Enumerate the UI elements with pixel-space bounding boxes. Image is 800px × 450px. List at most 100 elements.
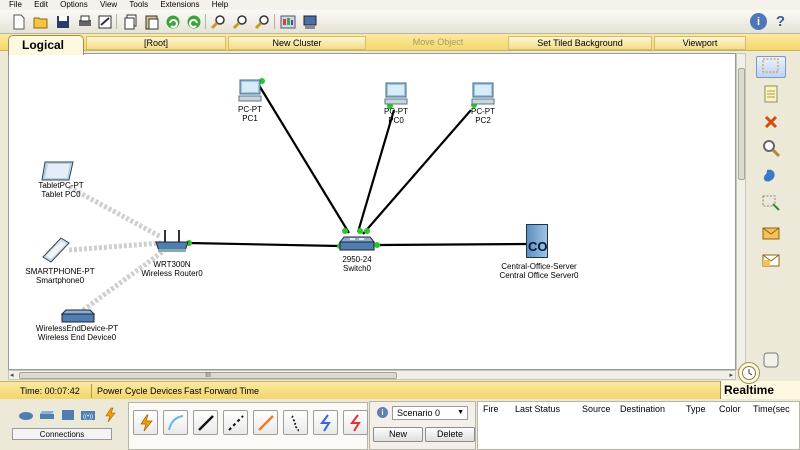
- col-fire[interactable]: Fire: [483, 404, 499, 414]
- switch-icon[interactable]: [339, 234, 375, 254]
- serial-dce-cable-button[interactable]: [313, 410, 338, 435]
- col-type[interactable]: Type: [686, 404, 706, 414]
- router-model: WRT300N: [153, 260, 191, 269]
- link-router-switch: [188, 241, 340, 248]
- activity-wizard-icon[interactable]: [96, 13, 113, 30]
- hubs-category-icon[interactable]: [60, 407, 76, 423]
- automatic-connection-button[interactable]: [133, 410, 158, 435]
- help-icon[interactable]: ?: [775, 13, 786, 30]
- col-source[interactable]: Source: [582, 404, 611, 414]
- pc-icon[interactable]: [470, 81, 496, 107]
- end-device-name: Wireless End Device0: [37, 333, 117, 342]
- redo-icon[interactable]: [185, 13, 202, 30]
- custom-device-icon[interactable]: [301, 13, 318, 30]
- simulation-time: Time: 00:07:42: [20, 386, 80, 396]
- pc2-model: PC-PT: [471, 107, 495, 116]
- switches-category-icon[interactable]: [39, 407, 55, 423]
- paste-icon[interactable]: [143, 13, 160, 30]
- link-pc2-switch: [362, 109, 472, 235]
- pc1-name: PC1: [242, 114, 258, 123]
- wireless-devices-category-icon[interactable]: ((•)): [80, 407, 96, 423]
- fiber-cable-button[interactable]: [253, 410, 278, 435]
- info-icon[interactable]: i: [750, 13, 767, 30]
- scenario-info-icon[interactable]: i: [377, 407, 388, 418]
- realtime-mode-tab[interactable]: Realtime: [720, 381, 800, 399]
- menu-tools[interactable]: Tools: [129, 0, 149, 9]
- add-simple-pdu-button[interactable]: [756, 222, 786, 244]
- console-cable-button[interactable]: [163, 410, 188, 435]
- add-complex-pdu-button[interactable]: [756, 249, 786, 271]
- delete-scenario-button[interactable]: Delete: [425, 427, 475, 442]
- delete-tool-button[interactable]: [756, 111, 786, 133]
- viewport-button[interactable]: Viewport: [654, 36, 746, 50]
- scroll-right-arrow[interactable]: ▸: [729, 372, 733, 379]
- straight-through-cable-button[interactable]: [193, 410, 218, 435]
- smartphone-icon[interactable]: [41, 237, 71, 263]
- end-device-model: WirelessEndDevice-PT: [35, 324, 119, 333]
- tab-logical[interactable]: Logical: [8, 35, 84, 55]
- wireless-router-icon[interactable]: [153, 228, 191, 258]
- server-model: Central-Office-Server: [501, 262, 577, 271]
- root-button[interactable]: [Root]: [86, 36, 226, 50]
- menu-options[interactable]: Options: [60, 0, 88, 9]
- wireless-end-device-icon[interactable]: [61, 308, 95, 324]
- resize-shape-tool-button[interactable]: [756, 192, 786, 214]
- col-color[interactable]: Color: [719, 404, 741, 414]
- horizontal-scrollbar[interactable]: ◂ III ▸: [8, 370, 736, 380]
- serial-dte-cable-button[interactable]: [343, 410, 368, 435]
- power-cycle-devices-button[interactable]: Power Cycle Devices: [97, 386, 183, 396]
- pc-icon[interactable]: [383, 81, 409, 107]
- palette-icon[interactable]: [279, 13, 296, 30]
- col-destination[interactable]: Destination: [620, 404, 666, 414]
- crossover-cable-button[interactable]: [223, 410, 248, 435]
- undo-icon[interactable]: [164, 13, 181, 30]
- clock-icon[interactable]: [738, 362, 760, 384]
- set-tiled-background-button[interactable]: Set Tiled Background: [508, 36, 652, 50]
- wireless-link-smartphone: [68, 240, 162, 253]
- print-icon[interactable]: [76, 13, 93, 30]
- zoom-in-icon[interactable]: [209, 13, 226, 30]
- inspect-tool-button[interactable]: [756, 137, 786, 159]
- menu-view[interactable]: View: [99, 0, 118, 9]
- zoom-reset-icon[interactable]: [231, 13, 248, 30]
- scroll-left-arrow[interactable]: ◂: [10, 372, 14, 379]
- menu-edit[interactable]: Edit: [34, 0, 48, 9]
- col-time[interactable]: Time(sec: [753, 404, 790, 414]
- note-tool-button[interactable]: [756, 83, 786, 105]
- fast-forward-time-button[interactable]: Fast Forward Time: [184, 386, 260, 396]
- new-scenario-button[interactable]: New: [373, 427, 423, 442]
- move-object-button[interactable]: Move Object: [412, 37, 464, 47]
- horizontal-scroll-thumb[interactable]: III: [19, 372, 397, 379]
- menu-extensions[interactable]: Extensions: [160, 0, 200, 9]
- new-file-icon[interactable]: [10, 13, 27, 30]
- tablet-icon[interactable]: [41, 160, 77, 182]
- connections-category-icon[interactable]: [102, 407, 118, 423]
- select-tool-button[interactable]: [756, 56, 786, 78]
- save-icon[interactable]: [54, 13, 71, 30]
- copy-icon[interactable]: [122, 13, 139, 30]
- scenario-dropdown[interactable]: Scenario 0 ▼: [392, 406, 468, 420]
- pc1-model: PC-PT: [238, 105, 262, 114]
- phone-cable-button[interactable]: [283, 410, 308, 435]
- scenario-value: Scenario 0: [397, 408, 441, 418]
- open-folder-icon[interactable]: [32, 13, 49, 30]
- central-office-server-icon[interactable]: CO: [526, 224, 548, 258]
- menu-help[interactable]: Help: [211, 0, 229, 9]
- draw-shape-tool-button[interactable]: [756, 165, 786, 187]
- viewport-toggle-button[interactable]: [756, 349, 786, 371]
- new-cluster-button[interactable]: New Cluster: [228, 36, 366, 50]
- server-name: Central Office Server0: [499, 271, 579, 280]
- col-last-status[interactable]: Last Status: [515, 404, 561, 414]
- vertical-scroll-thumb[interactable]: [738, 68, 745, 180]
- pc-icon[interactable]: [237, 78, 263, 104]
- wireless-link-end-device: [73, 247, 167, 319]
- menu-file[interactable]: File: [9, 0, 22, 9]
- vertical-scrollbar[interactable]: [736, 53, 746, 370]
- routers-category-icon[interactable]: [18, 407, 34, 423]
- zoom-out-icon[interactable]: [253, 13, 270, 30]
